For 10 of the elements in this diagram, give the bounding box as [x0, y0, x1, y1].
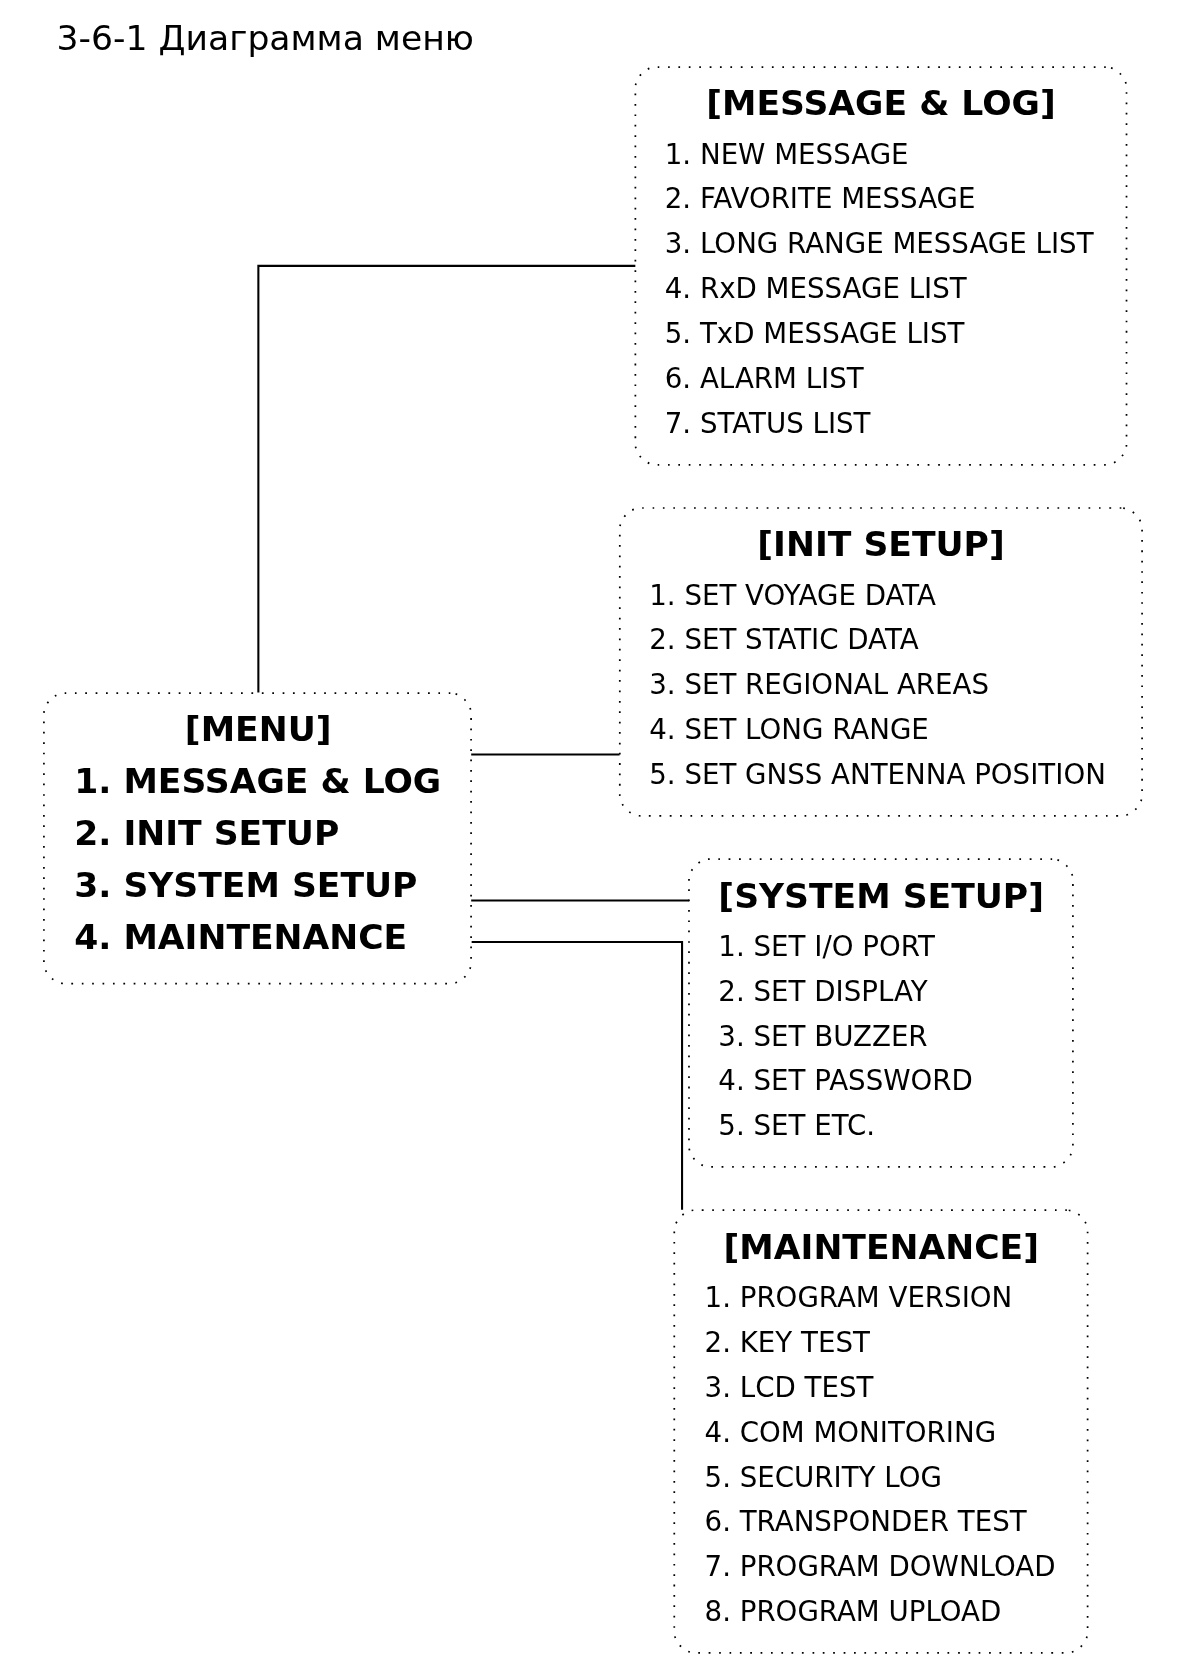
connector	[257, 264, 636, 693]
connector	[471, 899, 689, 902]
connector	[471, 941, 684, 1210]
connector	[471, 753, 620, 756]
node-box: [INIT SETUP] 1. SET VOYAGE DATA 2. SET STATIC DATA 3. SET REGIONAL AREAS 4. SET LONG RANGE 5. SET GNSS ANTENNA POSITION	[618, 507, 1143, 817]
node-box: [MENU] 1. MESSAGE & LOG 2. INIT SETUP 3. SYSTEM SETUP 4. MAINTENANCE	[43, 692, 472, 985]
diagram-title: 3-6-1 Диаграмма меню	[56, 17, 474, 58]
node-box: [MESSAGE & LOG] 1. NEW MESSAGE 2. FAVORITE MESSAGE 3. LONG RANGE MESSAGE LIST 4. RxD MESSAGE LIST 5. TxD MESSAGE LIST 6. ALARM LIST 7. STATUS LIST	[634, 66, 1128, 466]
node-box: [SYSTEM SETUP] 1. SET I/O PORT 2. SET DISPLAY 3. SET BUZZER 4. SET PASSWORD 5. SET ETC.	[688, 858, 1074, 1168]
node-box: [MAINTENANCE] 1. PROGRAM VERSION 2. KEY TEST 3. LCD TEST 4. COM MONITORING 5. SECURITY LOG 6. TRANSPONDER TEST 7. PROGRAM DOWNLOAD 8. PROGRAM UPLOAD	[673, 1209, 1089, 1654]
